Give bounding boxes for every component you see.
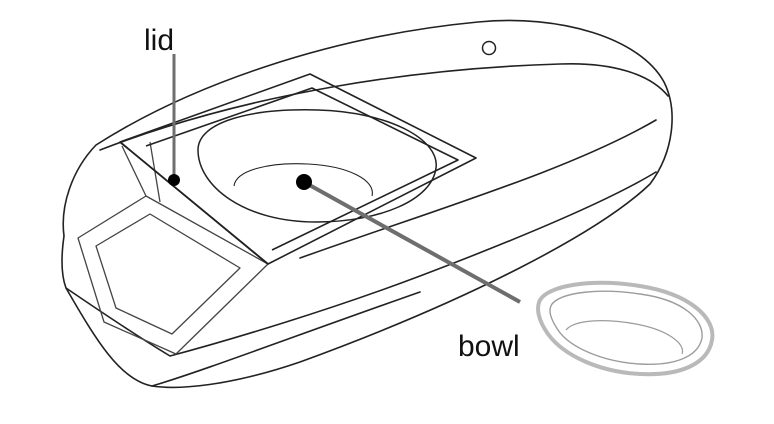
cavity-edge-left xyxy=(121,145,147,197)
device-side-wedge xyxy=(299,119,657,259)
removable-bowl xyxy=(536,280,715,377)
cavity-inner xyxy=(95,213,241,335)
bowl-callout-dot xyxy=(296,174,312,190)
top-hole-icon xyxy=(481,40,497,56)
device-base-edge xyxy=(151,291,421,387)
bowl-leader-line xyxy=(303,180,521,304)
bowl-recess xyxy=(197,109,437,223)
lid-panel xyxy=(119,73,477,265)
bowl-inner-rim xyxy=(549,290,703,365)
cavity-outer xyxy=(77,195,269,355)
bowl-outer-rim xyxy=(536,280,715,377)
lid-inner xyxy=(145,87,459,251)
bowl-label: bowl xyxy=(458,330,520,363)
device-outline xyxy=(61,19,673,389)
bowl-recess-rim xyxy=(197,109,437,223)
bowl-base xyxy=(565,320,684,355)
bowl-recess-floor xyxy=(233,163,373,197)
lid-callout-dot xyxy=(168,174,180,186)
lid-label: lid xyxy=(144,24,174,57)
lid-front-hinge xyxy=(119,141,269,265)
device-top-seam xyxy=(99,62,669,151)
